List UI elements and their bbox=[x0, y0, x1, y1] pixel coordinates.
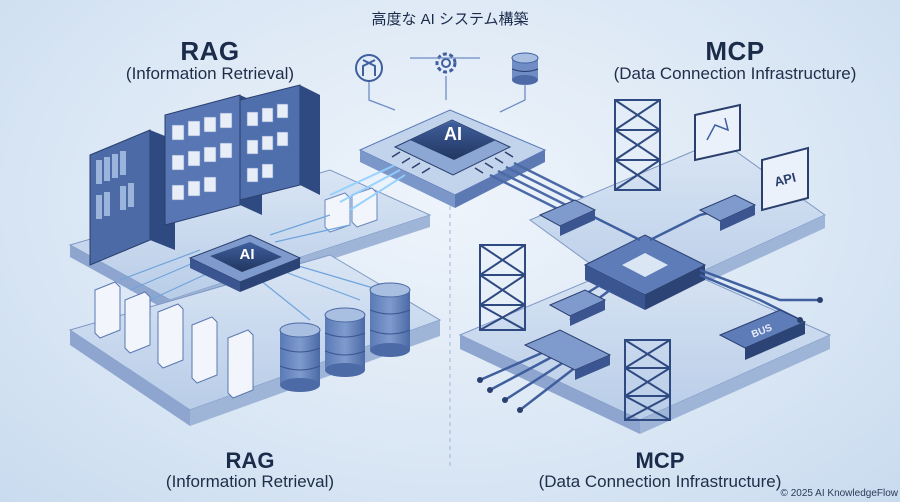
network-tower-icon bbox=[624, 339, 671, 421]
mcp-lower-platform bbox=[458, 254, 832, 434]
file-cabinet-icon bbox=[239, 84, 320, 201]
cable-ends bbox=[477, 297, 823, 413]
usb-connector-icon bbox=[698, 194, 757, 231]
api-monitor-icon bbox=[761, 146, 809, 212]
rag-chip-label: AI bbox=[239, 246, 255, 263]
rag-ai-chip bbox=[188, 234, 302, 292]
central-chip-label: AI bbox=[444, 124, 462, 144]
document-stack bbox=[94, 281, 254, 399]
monitor-icon bbox=[694, 103, 741, 162]
glow-data-lines bbox=[329, 164, 406, 211]
copyright: © 2025 AI KnowledgeFlow bbox=[780, 488, 898, 499]
rag-bottom-subtitle: (Information Retrieval) bbox=[165, 472, 335, 491]
openai-logo-icon bbox=[355, 54, 383, 82]
rag-subtitle: (Information Retrieval) bbox=[125, 64, 295, 83]
database-stack bbox=[279, 282, 411, 392]
rag-bottom-title: RAG bbox=[225, 448, 275, 473]
network-tower-icon bbox=[479, 244, 526, 331]
central-ai-chip bbox=[358, 109, 547, 208]
gear-icon bbox=[435, 52, 457, 74]
network-tower-icon bbox=[614, 99, 661, 191]
header-title: 高度な AI システム構築 bbox=[371, 11, 529, 28]
database-icon bbox=[511, 52, 539, 85]
mcp-bottom-subtitle: (Data Connection Infrastructure) bbox=[538, 472, 782, 491]
rag-title: RAG bbox=[180, 36, 240, 66]
mcp-bottom-title: MCP bbox=[635, 448, 685, 473]
bus-connector bbox=[718, 309, 807, 360]
mcp-title: MCP bbox=[705, 36, 765, 66]
usb-connector-icon bbox=[548, 289, 607, 326]
mcp-subtitle: (Data Connection Infrastructure) bbox=[613, 64, 857, 83]
bookshelf-icon bbox=[89, 129, 175, 266]
top-connector-lines bbox=[368, 57, 526, 113]
usb-connector-icon bbox=[538, 199, 597, 236]
data-bus-bar bbox=[523, 329, 612, 380]
connection-hub bbox=[583, 234, 707, 310]
center-to-mcp-cables bbox=[489, 161, 585, 212]
